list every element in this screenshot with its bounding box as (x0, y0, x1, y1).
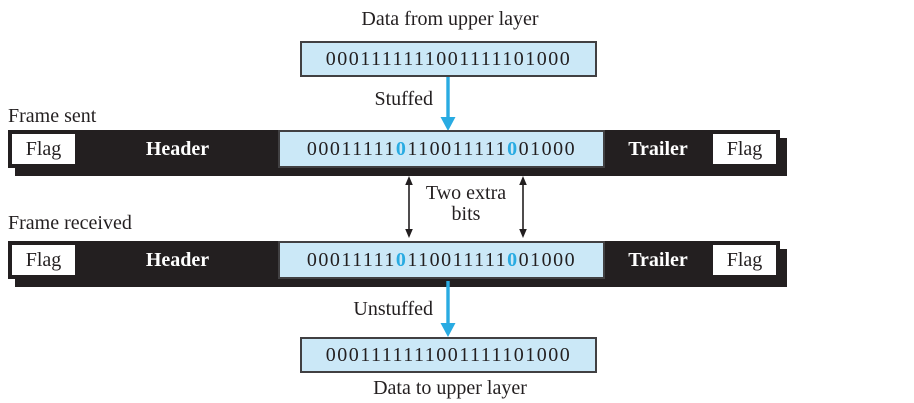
frame-received-header: Header (145, 248, 210, 271)
unstuffed-label: Unstuffed (353, 298, 433, 320)
lower-data-box: 0001111111001111101000 (300, 337, 597, 373)
frame-received-flag-right: Flag (711, 243, 778, 277)
frame-received-trailer: Trailer (628, 248, 688, 271)
stuffed-label: Stuffed (374, 88, 433, 110)
upper-layer-data-box: 0001111111001111101000 (300, 41, 597, 77)
extra-bit-left-double-arrow-icon (402, 176, 416, 238)
frame-sent-label: Frame sent (8, 105, 97, 127)
data-to-upper-layer-label: Data to upper layer (373, 377, 527, 399)
frame-sent-flag-right: Flag (711, 132, 778, 166)
frame-sent-trailer: Trailer (628, 137, 688, 160)
two-extra-bits-annotation: Two extra bits (416, 183, 516, 225)
two-extra-bits-line2: bits (451, 203, 481, 225)
frame-sent-flag-left: Flag (10, 132, 77, 166)
frame-sent-header: Header (145, 137, 210, 160)
stuffed-down-arrow-icon (440, 77, 456, 131)
two-extra-bits-line1: Two extra (425, 182, 507, 204)
frame-received-label: Frame received (8, 212, 132, 234)
data-from-upper-layer-label: Data from upper layer (361, 8, 539, 30)
extra-bit-right-double-arrow-icon (516, 176, 530, 238)
unstuffed-down-arrow-icon (440, 281, 456, 337)
frame-received-flag-left: Flag (10, 243, 77, 277)
